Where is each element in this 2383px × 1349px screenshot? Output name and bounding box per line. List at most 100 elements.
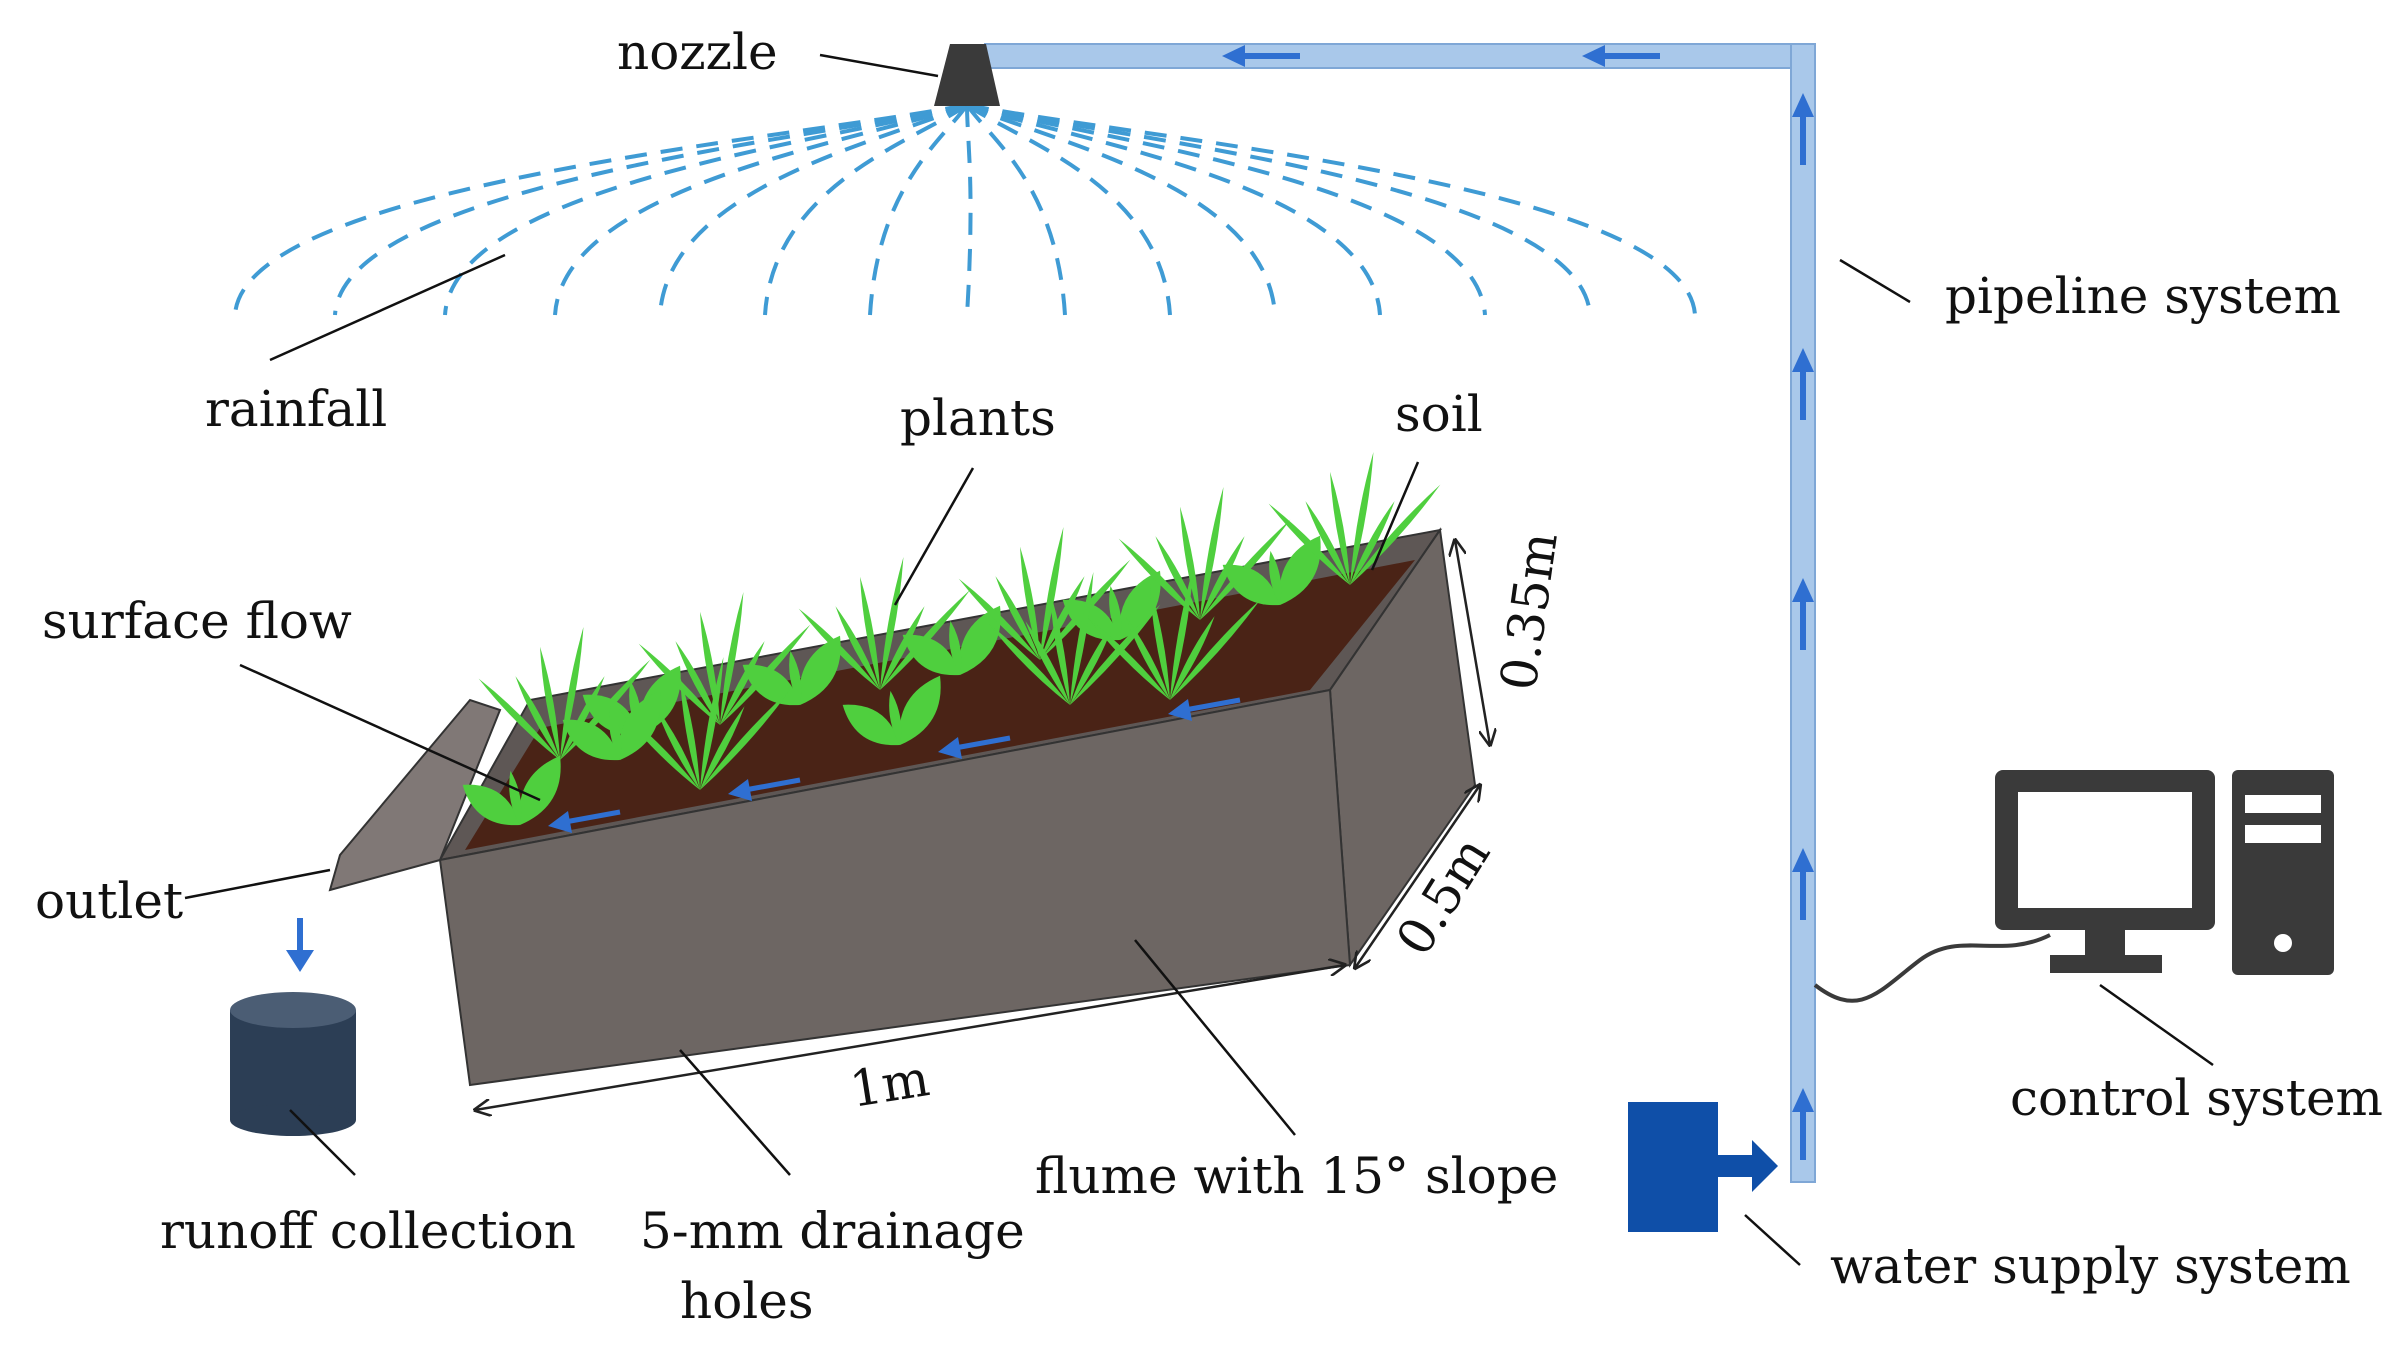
leaf	[1200, 487, 1224, 620]
leaf	[700, 657, 724, 790]
rain-arc	[965, 104, 973, 316]
leaf	[1170, 599, 1261, 700]
leaf	[515, 676, 560, 760]
leaf	[1305, 501, 1350, 585]
plants-label: plants	[900, 389, 1056, 447]
rainfall-arcs	[233, 103, 1697, 316]
leaf	[700, 706, 745, 790]
rainfall-label: rainfall	[205, 380, 388, 438]
leaf	[609, 705, 622, 760]
flow-arrowhead	[1792, 578, 1814, 602]
rain-arc	[965, 103, 1172, 316]
leaf	[1200, 536, 1245, 620]
leaf	[1040, 576, 1085, 660]
leaf	[1350, 452, 1374, 585]
leaf	[562, 719, 620, 761]
leaf	[799, 635, 841, 705]
water-pump	[1628, 1102, 1778, 1232]
rain-arc	[965, 103, 1067, 316]
rain-arc	[966, 103, 1277, 316]
leaf	[1050, 591, 1070, 705]
leaf	[478, 678, 560, 760]
leaf	[619, 690, 661, 760]
leaf	[880, 557, 904, 690]
nozzle-icon	[934, 44, 1000, 106]
flow-arrowhead	[1792, 1088, 1814, 1112]
leaf	[509, 770, 522, 825]
leaf	[1279, 535, 1321, 605]
runoff-bucket	[230, 992, 356, 1136]
surface-flow-arrowhead	[938, 737, 962, 759]
leaf	[1020, 546, 1040, 660]
leaf	[1070, 572, 1094, 705]
leaf	[1222, 564, 1280, 606]
flow-arrowhead	[1792, 848, 1814, 872]
rain-arc	[868, 103, 969, 316]
rain-arc	[443, 103, 968, 316]
leaf	[1040, 527, 1064, 660]
leaf	[1350, 484, 1441, 585]
leaf	[1269, 550, 1282, 605]
surface-flow-arrowhead	[1168, 699, 1192, 721]
flow-arrows	[1222, 45, 1814, 1160]
leaf	[1180, 506, 1200, 620]
leaf	[889, 690, 902, 745]
leaf	[638, 643, 720, 725]
flow-arrowhead	[1222, 45, 1245, 67]
computer-icon	[1813, 770, 2334, 1003]
flow-arrowhead	[1792, 93, 1814, 117]
outlet-spout	[328, 698, 502, 892]
drainage-holes-label-line2: holes	[680, 1272, 814, 1330]
pipeline-label: pipeline system	[1945, 267, 2341, 325]
rain-arc	[966, 103, 1382, 316]
leaf	[1062, 599, 1120, 641]
rain-arc	[658, 103, 968, 316]
leaf	[835, 606, 880, 690]
surface-flow-arrowhead	[548, 811, 572, 833]
leaf	[995, 576, 1040, 660]
nozzle-label: nozzle	[617, 23, 778, 81]
surface-flow-arrowhead	[728, 779, 752, 801]
leaf	[655, 706, 700, 790]
leaf	[1088, 618, 1170, 700]
leaf	[880, 606, 925, 690]
rain-arc	[233, 103, 968, 316]
leaf	[1118, 538, 1200, 620]
leaf	[988, 623, 1070, 705]
runoff-collection-label: runoff collection	[160, 1202, 576, 1260]
leaf	[949, 620, 962, 675]
leader-lines	[184, 53, 2214, 1266]
leaf	[798, 608, 880, 690]
leaf	[720, 592, 744, 725]
leaf	[958, 578, 1040, 660]
leaf	[1125, 616, 1170, 700]
flume-slope-label: flume with 15° slope	[1035, 1147, 1559, 1205]
leaf	[675, 641, 720, 725]
surface-flow-arrow	[744, 777, 801, 793]
leaf	[1150, 586, 1170, 700]
leaf	[842, 704, 900, 746]
leaf	[540, 646, 560, 760]
leaf	[1070, 621, 1115, 705]
rain-arc	[333, 103, 968, 316]
plants-group	[462, 452, 1441, 826]
leaf	[1350, 501, 1395, 585]
length-label: 1m	[845, 1049, 934, 1119]
surface-flow-arrows	[548, 697, 1241, 833]
surface-flow-label: surface flow	[42, 592, 352, 650]
leaf	[902, 634, 960, 676]
surface-flow-arrow	[1184, 697, 1241, 713]
leaf	[462, 784, 520, 826]
leaf	[1268, 503, 1350, 585]
leaf	[1109, 585, 1122, 640]
surface-flow-arrow	[564, 809, 621, 825]
leaf	[1025, 621, 1070, 705]
control-system-label: control system	[2010, 1069, 2383, 1127]
water-supply-label: water supply system	[1830, 1237, 2351, 1295]
leaf	[519, 755, 561, 825]
flow-arrowhead	[1582, 45, 1605, 67]
leaf	[789, 650, 802, 705]
surface-flow-arrow	[954, 735, 1011, 751]
leaf	[720, 641, 765, 725]
